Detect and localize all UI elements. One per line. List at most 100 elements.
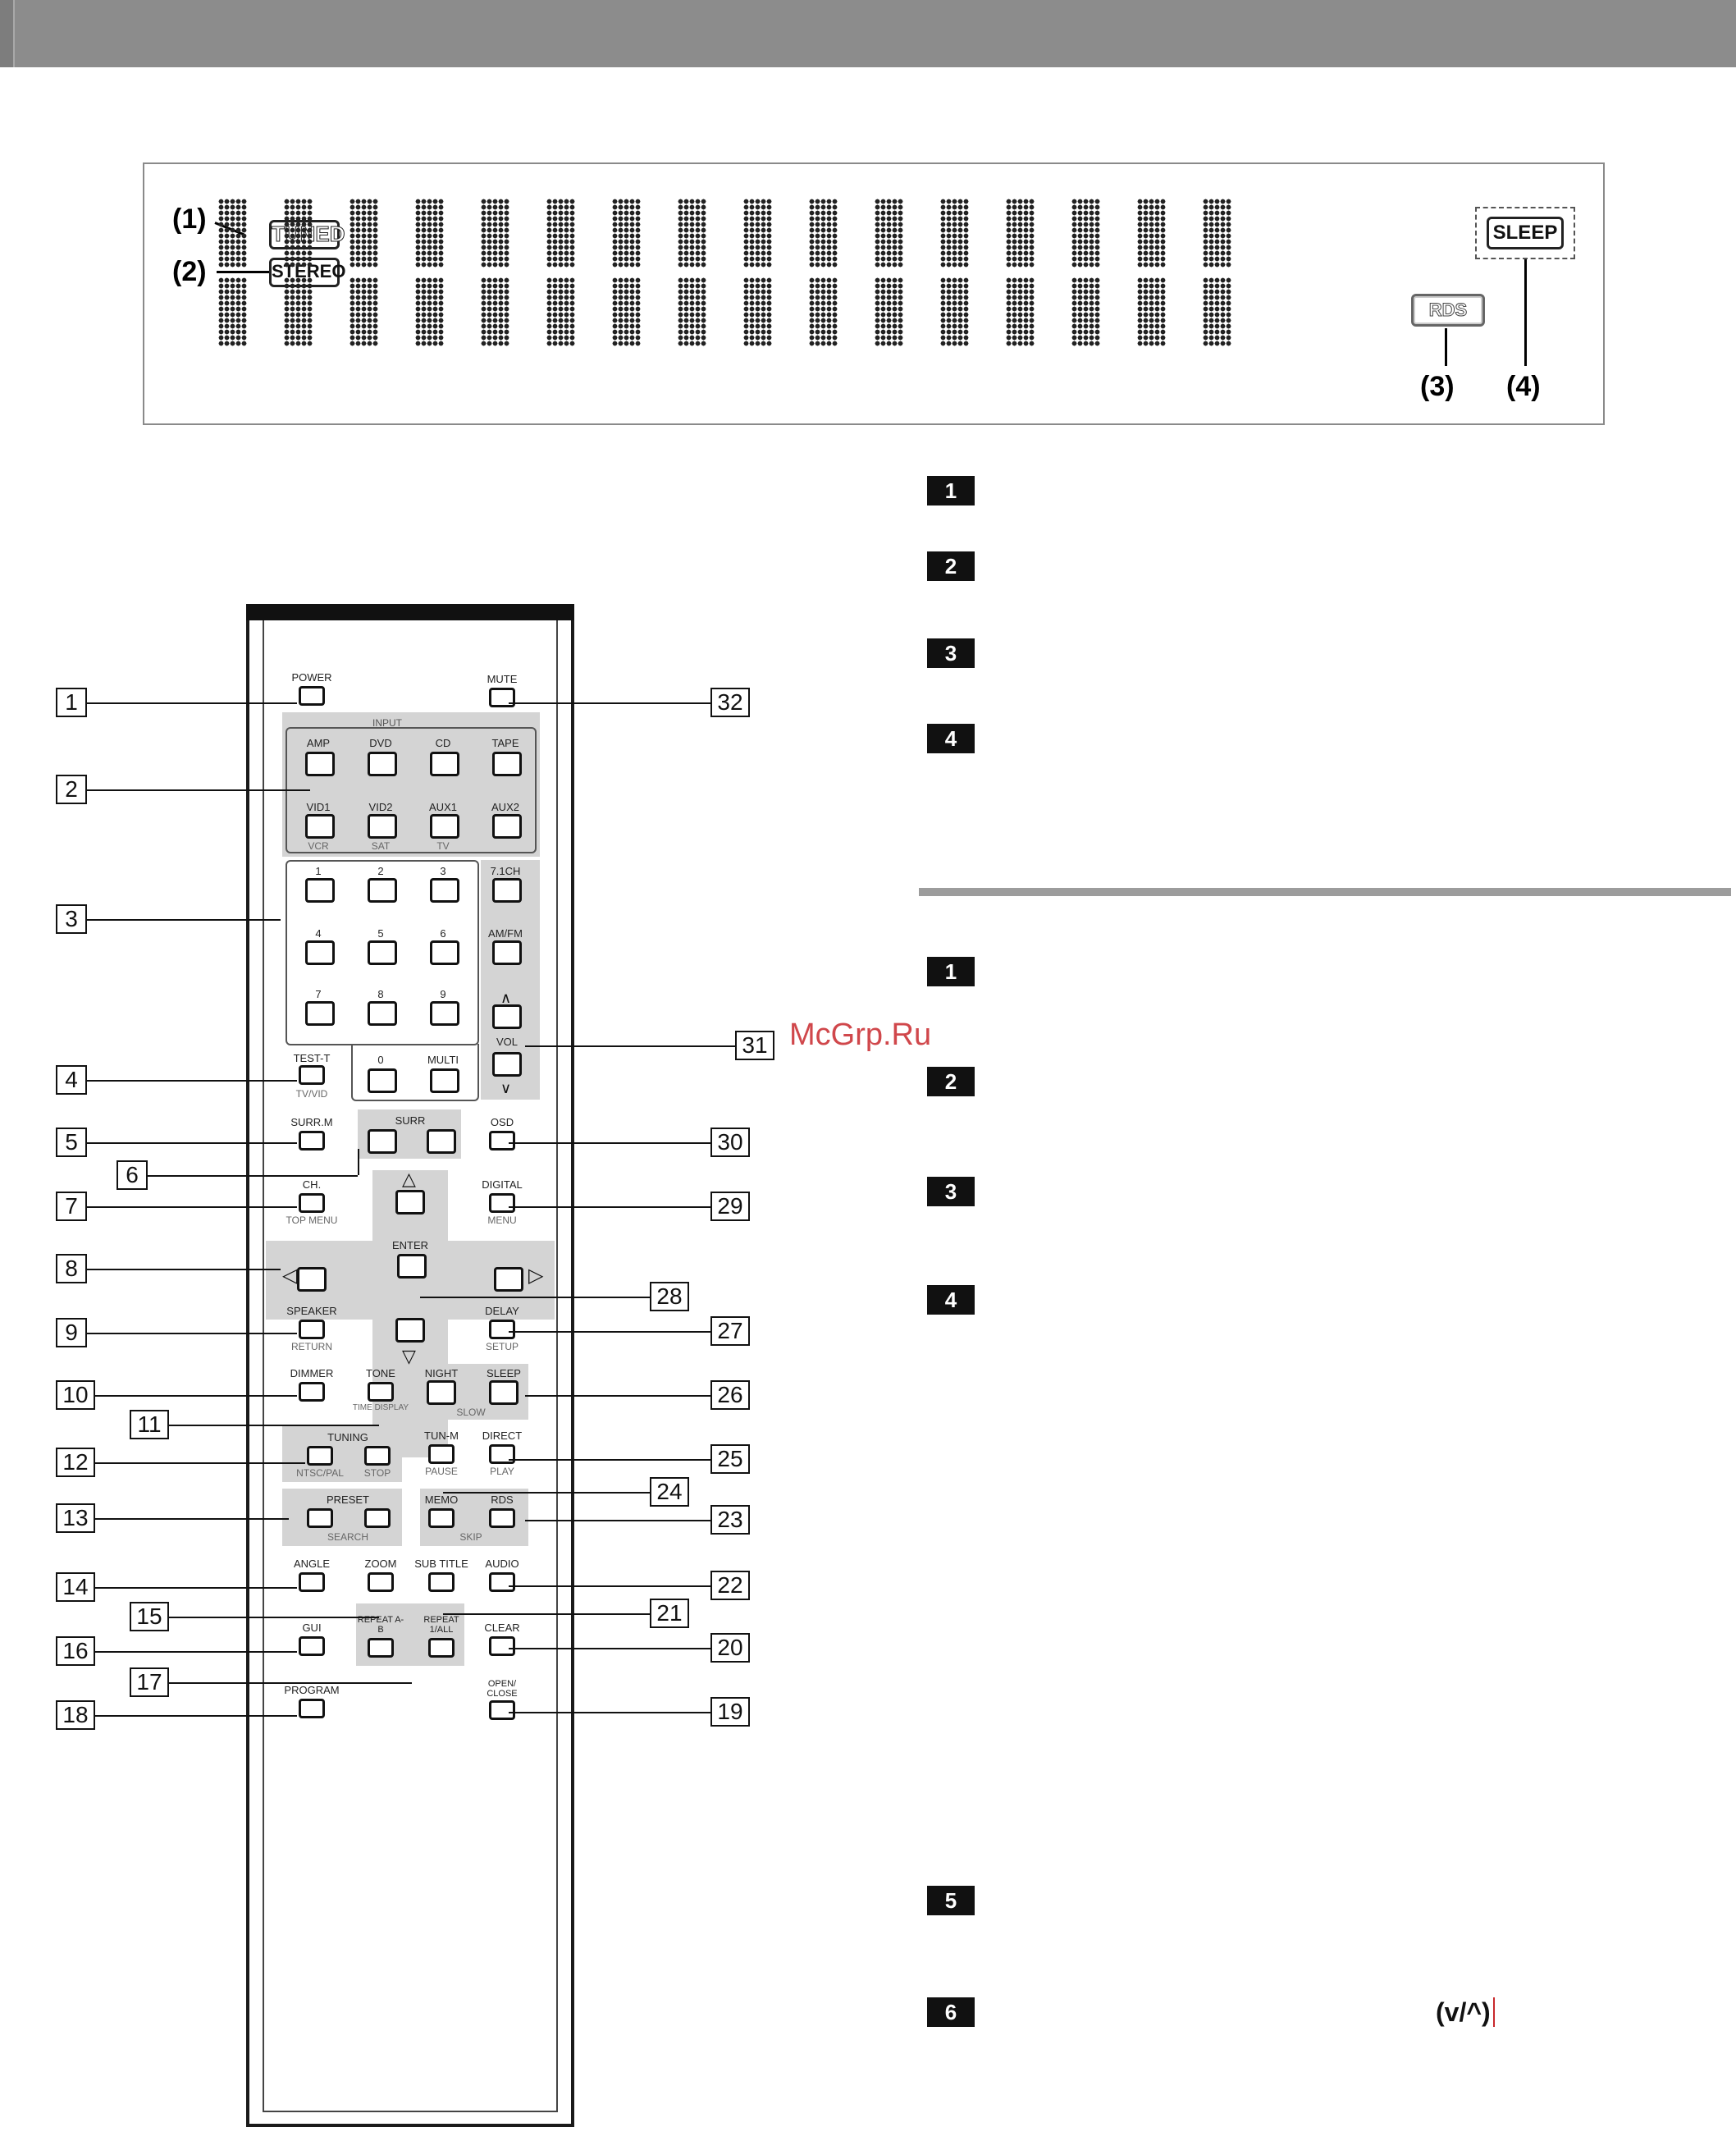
gui-button[interactable] xyxy=(299,1636,325,1656)
num4-button[interactable] xyxy=(305,940,335,965)
preset-down-button[interactable] xyxy=(307,1508,333,1528)
zoom-button[interactable] xyxy=(368,1572,394,1592)
clear-label: CLEAR xyxy=(484,1622,520,1634)
ch-button[interactable] xyxy=(299,1193,325,1213)
dimmer-label: DIMMER xyxy=(290,1367,334,1379)
num4-label: 4 xyxy=(315,927,322,940)
surr-up-button[interactable] xyxy=(427,1129,456,1154)
memo-button[interactable] xyxy=(428,1508,455,1528)
dvd-button[interactable] xyxy=(368,752,397,776)
openclose-button[interactable] xyxy=(489,1700,515,1720)
pause-label: PAUSE xyxy=(425,1466,458,1477)
night-button[interactable] xyxy=(427,1380,456,1405)
aux1-button[interactable] xyxy=(430,814,459,839)
callout-box-19: 19 xyxy=(710,1697,750,1727)
tunm-label: TUN-M xyxy=(424,1430,459,1442)
enter-button[interactable] xyxy=(397,1254,427,1279)
callout-box-30: 30 xyxy=(710,1128,750,1157)
audio-button[interactable] xyxy=(489,1572,515,1592)
vol-down-arrow-icon: ∨ xyxy=(500,1080,512,1096)
preset-label: PRESET xyxy=(326,1494,369,1506)
ch71-button[interactable] xyxy=(492,878,522,903)
num1-button[interactable] xyxy=(305,878,335,903)
callout-line-24 xyxy=(443,1492,650,1494)
dot-matrix-cell xyxy=(940,277,969,346)
testt-label: TEST-T xyxy=(293,1052,331,1064)
remote-control-diagram: POWER MUTE INPUT AMP DVD CD TAPE VID1 VC… xyxy=(246,604,574,2127)
surrm-button[interactable] xyxy=(299,1131,325,1150)
surr-down-button[interactable] xyxy=(368,1129,397,1154)
dot-matrix-cell xyxy=(284,277,313,346)
num7-button[interactable] xyxy=(305,1001,335,1026)
amp-button[interactable] xyxy=(305,752,335,776)
numpad-zero-frame xyxy=(351,1044,479,1101)
search-label: SEARCH xyxy=(327,1531,368,1543)
dot-matrix-cell xyxy=(1071,199,1100,268)
vol-down-button[interactable] xyxy=(492,1052,522,1077)
dot-matrix-cell xyxy=(415,277,444,346)
cursor-right-button[interactable] xyxy=(494,1267,523,1292)
rds-button[interactable] xyxy=(489,1508,515,1528)
callout-line-32 xyxy=(509,702,710,704)
vol-up-button[interactable] xyxy=(492,1004,522,1029)
callout-line-13 xyxy=(95,1518,289,1520)
input-group-label: INPUT xyxy=(372,717,402,729)
dot-matrix-cell xyxy=(218,199,247,268)
mute-button[interactable] xyxy=(489,688,515,707)
night-label: NIGHT xyxy=(424,1367,459,1379)
clear-button[interactable] xyxy=(489,1636,515,1656)
power-button[interactable] xyxy=(299,686,325,706)
tuning-label: TUNING xyxy=(327,1431,368,1443)
cursor-up-button[interactable] xyxy=(395,1190,425,1215)
num3-button[interactable] xyxy=(430,878,459,903)
delay-button[interactable] xyxy=(489,1320,515,1339)
repeatall-button[interactable] xyxy=(428,1638,455,1658)
preset-up-button[interactable] xyxy=(364,1508,391,1528)
num6-button[interactable] xyxy=(430,940,459,965)
amfm-button[interactable] xyxy=(492,940,522,965)
memo-label: MEMO xyxy=(424,1494,459,1506)
cursor-down-button[interactable] xyxy=(395,1318,425,1343)
num5-button[interactable] xyxy=(368,940,397,965)
num9-button[interactable] xyxy=(430,1001,459,1026)
dot-matrix-cell xyxy=(1203,277,1231,346)
dot-matrix-cell xyxy=(809,277,838,346)
numpad-frame xyxy=(286,860,479,1045)
angle-button[interactable] xyxy=(299,1572,325,1592)
digital-button[interactable] xyxy=(489,1193,515,1213)
dimmer-button[interactable] xyxy=(299,1382,325,1402)
num8-button[interactable] xyxy=(368,1001,397,1026)
vid2-button[interactable] xyxy=(368,814,397,839)
tunm-button[interactable] xyxy=(428,1444,455,1464)
num0-button[interactable] xyxy=(368,1068,397,1093)
cd-button[interactable] xyxy=(430,752,459,776)
dot-matrix-cell xyxy=(481,199,509,268)
aux2-button[interactable] xyxy=(492,814,522,839)
speaker-button[interactable] xyxy=(299,1320,325,1339)
speaker-sub-label: RETURN xyxy=(291,1341,332,1352)
sleep-button[interactable] xyxy=(489,1380,519,1405)
tape-button[interactable] xyxy=(492,752,522,776)
callout-line-12 xyxy=(95,1462,305,1464)
repeatab-button[interactable] xyxy=(368,1638,394,1658)
subtitle-button[interactable] xyxy=(428,1572,455,1592)
callout-box-18: 18 xyxy=(56,1700,95,1730)
multi-button[interactable] xyxy=(430,1068,459,1093)
surr-label: SURR xyxy=(395,1114,426,1127)
dot-matrix-cell xyxy=(546,277,575,346)
callout-box-14: 14 xyxy=(56,1572,95,1602)
testt-button[interactable] xyxy=(299,1065,325,1085)
vid1-button[interactable] xyxy=(305,814,335,839)
tuning-down-button[interactable] xyxy=(307,1446,333,1466)
tone-button[interactable] xyxy=(368,1382,394,1402)
num2-button[interactable] xyxy=(368,878,397,903)
program-button[interactable] xyxy=(299,1699,325,1718)
tuning-up-button[interactable] xyxy=(364,1446,391,1466)
cursor-left-button[interactable] xyxy=(297,1267,327,1292)
ch-label: CH. xyxy=(302,1178,322,1191)
callout-box-10: 10 xyxy=(56,1380,95,1410)
direct-button[interactable] xyxy=(489,1444,515,1464)
callout-line-26 xyxy=(525,1395,710,1397)
osd-button[interactable] xyxy=(489,1131,515,1150)
callout-line-3 xyxy=(87,919,281,921)
